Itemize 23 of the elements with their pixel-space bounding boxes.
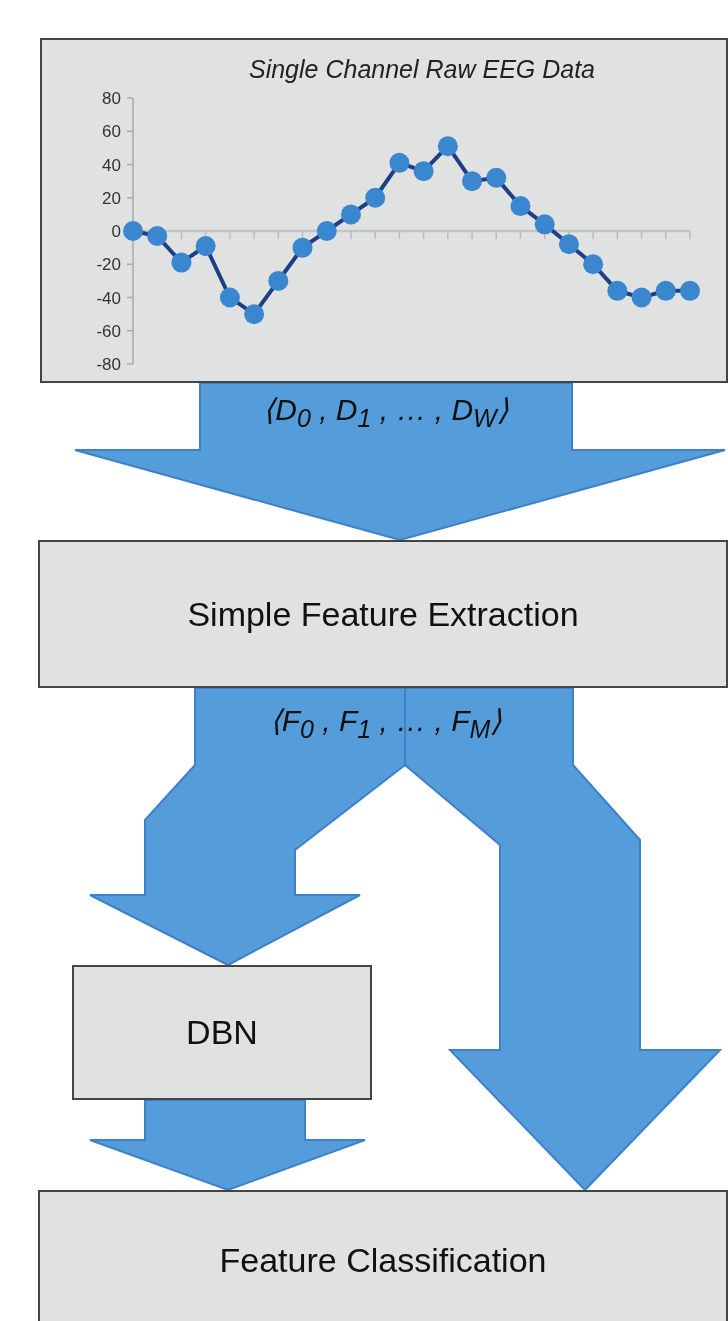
tick-label: 40 — [102, 155, 121, 175]
tick-label: 0 — [111, 222, 121, 241]
tick-label: -80 — [96, 355, 121, 374]
box-label: DBN — [186, 1012, 258, 1054]
tick-label: 60 — [102, 122, 121, 142]
box-label: Feature Classification — [219, 1239, 547, 1281]
tick-label: 80 — [102, 89, 121, 108]
box-label: Simple Feature Extraction — [187, 593, 579, 635]
process-box — [72, 965, 372, 1100]
block-arrow — [74, 382, 726, 542]
block-arrow — [404, 687, 723, 1192]
edge-label: ⟨D$_{0}$ , D$_{1}$ , … , D$_{W}$⟩ — [263, 392, 509, 433]
tick-label: -40 — [96, 288, 121, 308]
block-arrow — [89, 1099, 366, 1192]
chart-title: Single Channel Raw EEG Data — [249, 55, 595, 83]
tick-label: -60 — [96, 321, 121, 341]
tick-label: -20 — [96, 255, 121, 275]
tick-label: 20 — [102, 188, 121, 208]
process-box — [38, 540, 728, 688]
edge-label: ⟨F$_{0}$ , F$_{1}$ , … , F$_{M}$⟩ — [269, 703, 503, 744]
chart-panel — [40, 38, 728, 383]
process-box — [38, 1190, 728, 1321]
block-arrow — [89, 687, 406, 967]
